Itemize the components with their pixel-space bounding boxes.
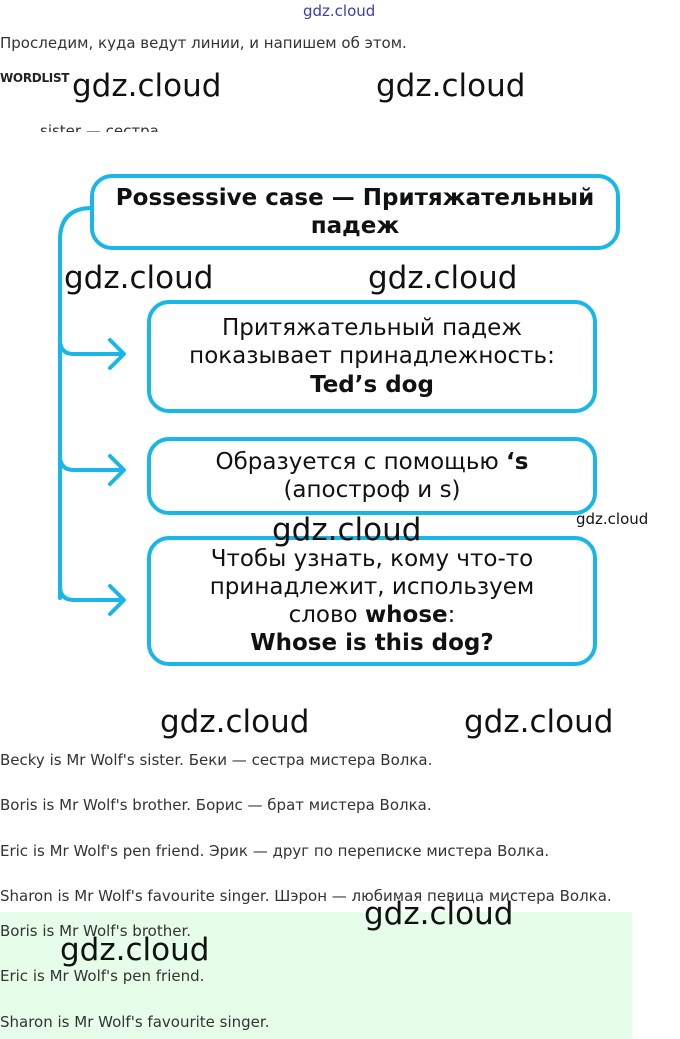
diagram-connector-lines bbox=[58, 206, 126, 616]
sentence-4: Sharon is Mr Wolf's favourite singer. Шэ… bbox=[0, 887, 612, 905]
sentence-1: Becky is Mr Wolf's sister. Беки — сестра… bbox=[0, 751, 433, 769]
watermark: gdz.cloud bbox=[376, 68, 526, 104]
watermark: gdz.cloud bbox=[64, 260, 214, 296]
sentence-2: Boris is Mr Wolf's brother. Борис — брат… bbox=[0, 796, 432, 814]
arrow-line-3 bbox=[58, 584, 122, 602]
arrow-line-2 bbox=[58, 454, 122, 472]
answer-1: Boris is Mr Wolf's brother. bbox=[0, 922, 192, 940]
arrow-line-1 bbox=[58, 338, 122, 356]
watermark: gdz.cloud bbox=[72, 68, 222, 104]
watermark: gdz.cloud bbox=[368, 260, 518, 296]
watermark: gdz.cloud bbox=[364, 896, 514, 932]
possessive-case-diagram: Possessive case — Притяжательный падеж П… bbox=[0, 150, 680, 690]
intro-text: Проследим, куда ведут линии, и напишем о… bbox=[0, 34, 407, 52]
arrow-head-2 bbox=[108, 454, 126, 486]
arrow-head-3 bbox=[108, 584, 126, 616]
sentence-3: Eric is Mr Wolf's pen friend. Эрик — дру… bbox=[0, 842, 550, 860]
box-formation: Образуется с помощью ‘s (апостроф и s) bbox=[147, 437, 597, 515]
answer-2: Eric is Mr Wolf's pen friend. bbox=[0, 967, 205, 985]
watermark: gdz.cloud bbox=[160, 704, 310, 740]
watermark-top: gdz.cloud bbox=[303, 2, 376, 20]
wordlist-label: WORDLIST bbox=[0, 71, 70, 85]
watermark: gdz.cloud bbox=[60, 932, 210, 968]
box-definition: Притяжательный падеж показывает принадле… bbox=[147, 300, 597, 413]
box-whose: Чтобы узнать, кому что-то принадлежит, и… bbox=[147, 536, 597, 666]
answer-3: Sharon is Mr Wolf's favourite singer. bbox=[0, 1013, 270, 1031]
answer-area bbox=[0, 912, 632, 1039]
watermark: gdz.cloud bbox=[464, 704, 614, 740]
box-title: Possessive case — Притяжательный падеж bbox=[90, 174, 620, 250]
watermark: gdz.cloud bbox=[272, 512, 422, 548]
arrow-head-1 bbox=[108, 338, 126, 370]
watermark-small: gdz.cloud bbox=[576, 510, 649, 528]
wordlist-cut-text: sister — сестра bbox=[40, 122, 159, 132]
